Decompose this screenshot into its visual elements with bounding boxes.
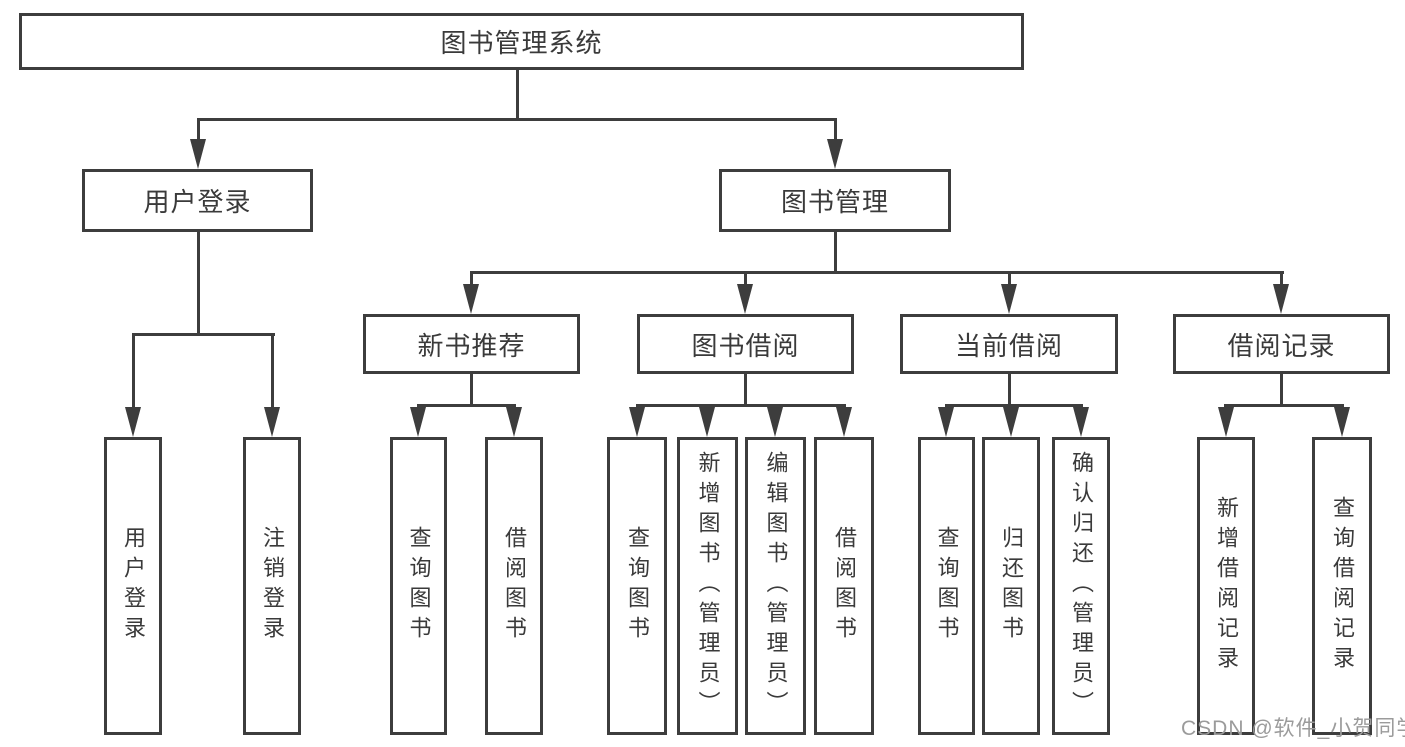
arrow-down-icon	[629, 407, 645, 437]
connector-line	[945, 404, 1083, 407]
arrow-down-icon	[190, 139, 206, 169]
leaf-recommend-query-books-label: 查询图书	[406, 526, 432, 646]
connector-line	[834, 118, 837, 142]
node-book-management-label: 图书管理	[780, 187, 889, 217]
node-borrow-records: 借阅记录	[1173, 314, 1390, 374]
leaf-add-books-admin: 新增图书（管理员）	[677, 437, 738, 735]
arrow-down-icon	[1334, 407, 1350, 437]
arrow-down-icon	[264, 407, 280, 437]
leaf-borrow-query-books-label: 查询图书	[625, 526, 650, 646]
connector-line	[516, 70, 519, 120]
arrow-down-icon	[463, 284, 479, 314]
arrow-down-icon	[827, 139, 843, 169]
connector-line	[132, 333, 135, 409]
leaf-logout-label: 注销登录	[260, 526, 285, 646]
arrow-down-icon	[737, 284, 753, 314]
leaf-edit-books-admin-label: 编辑图书（管理员）	[763, 451, 789, 721]
leaf-add-borrow-record: 新增借阅记录	[1197, 437, 1255, 735]
connector-line	[470, 271, 1284, 274]
connector-line	[271, 333, 274, 409]
connector-line	[834, 232, 837, 273]
node-book-management: 图书管理	[719, 169, 951, 232]
leaf-current-query-books-label: 查询图书	[934, 526, 960, 646]
connector-line	[132, 333, 275, 336]
arrow-down-icon	[699, 407, 715, 437]
arrow-down-icon	[1001, 284, 1017, 314]
leaf-borrow-borrow-books-label: 借阅图书	[832, 526, 857, 646]
leaf-edit-books-admin: 编辑图书（管理员）	[745, 437, 806, 735]
arrow-down-icon	[506, 407, 522, 437]
leaf-add-books-admin-label: 新增图书（管理员）	[695, 451, 721, 721]
connector-line	[197, 118, 200, 142]
leaf-logout: 注销登录	[243, 437, 301, 735]
arrow-down-icon	[1003, 407, 1019, 437]
node-user-login-label: 用户登录	[143, 187, 252, 217]
arrow-down-icon	[938, 407, 954, 437]
leaf-confirm-return-admin-label: 确认归还（管理员）	[1069, 451, 1094, 721]
connector-line	[470, 374, 473, 406]
node-user-login: 用户登录	[82, 169, 313, 232]
leaf-user-login: 用户登录	[104, 437, 162, 735]
leaf-query-borrow-record-label: 查询借阅记录	[1330, 496, 1355, 676]
watermark: CSDN @软件_小贺同学	[1181, 717, 1405, 740]
connector-line	[1008, 374, 1011, 406]
leaf-add-borrow-record-label: 新增借阅记录	[1214, 496, 1239, 676]
leaf-current-query-books: 查询图书	[918, 437, 975, 735]
node-new-book-recommend-label: 新书推荐	[417, 330, 526, 361]
node-current-borrow-label: 当前借阅	[954, 330, 1063, 361]
connector-line	[197, 232, 200, 335]
node-current-borrow: 当前借阅	[900, 314, 1118, 374]
connector-line	[1280, 374, 1283, 406]
connector-line	[1224, 404, 1344, 407]
connector-line	[636, 404, 846, 407]
arrow-down-icon	[1073, 407, 1089, 437]
connector-line	[1008, 271, 1011, 286]
connector-line	[417, 404, 516, 407]
arrow-down-icon	[1218, 407, 1234, 437]
connector-line	[1280, 271, 1283, 286]
node-book-borrow-label: 图书借阅	[691, 330, 800, 361]
connector-line	[470, 271, 473, 286]
arrow-down-icon	[836, 407, 852, 437]
node-book-borrow: 图书借阅	[637, 314, 854, 374]
leaf-return-books: 归还图书	[982, 437, 1040, 735]
node-borrow-records-label: 借阅记录	[1227, 330, 1336, 361]
leaf-confirm-return-admin: 确认归还（管理员）	[1052, 437, 1110, 735]
node-root-label: 图书管理系统	[440, 28, 603, 58]
leaf-borrow-query-books: 查询图书	[607, 437, 667, 735]
arrow-down-icon	[125, 407, 141, 437]
leaf-user-login-label: 用户登录	[121, 526, 146, 646]
connector-line	[744, 374, 747, 406]
arrow-down-icon	[1273, 284, 1289, 314]
connector-line	[197, 118, 837, 121]
arrow-down-icon	[410, 407, 426, 437]
arrow-down-icon	[767, 407, 783, 437]
leaf-return-books-label: 归还图书	[999, 526, 1024, 646]
node-new-book-recommend: 新书推荐	[363, 314, 580, 374]
leaf-recommend-borrow-books-label: 借阅图书	[502, 526, 527, 646]
leaf-recommend-borrow-books: 借阅图书	[485, 437, 543, 735]
node-root: 图书管理系统	[19, 13, 1024, 70]
leaf-borrow-borrow-books: 借阅图书	[814, 437, 874, 735]
connector-line	[744, 271, 747, 286]
leaf-query-borrow-record: 查询借阅记录	[1312, 437, 1372, 735]
leaf-recommend-query-books: 查询图书	[390, 437, 447, 735]
